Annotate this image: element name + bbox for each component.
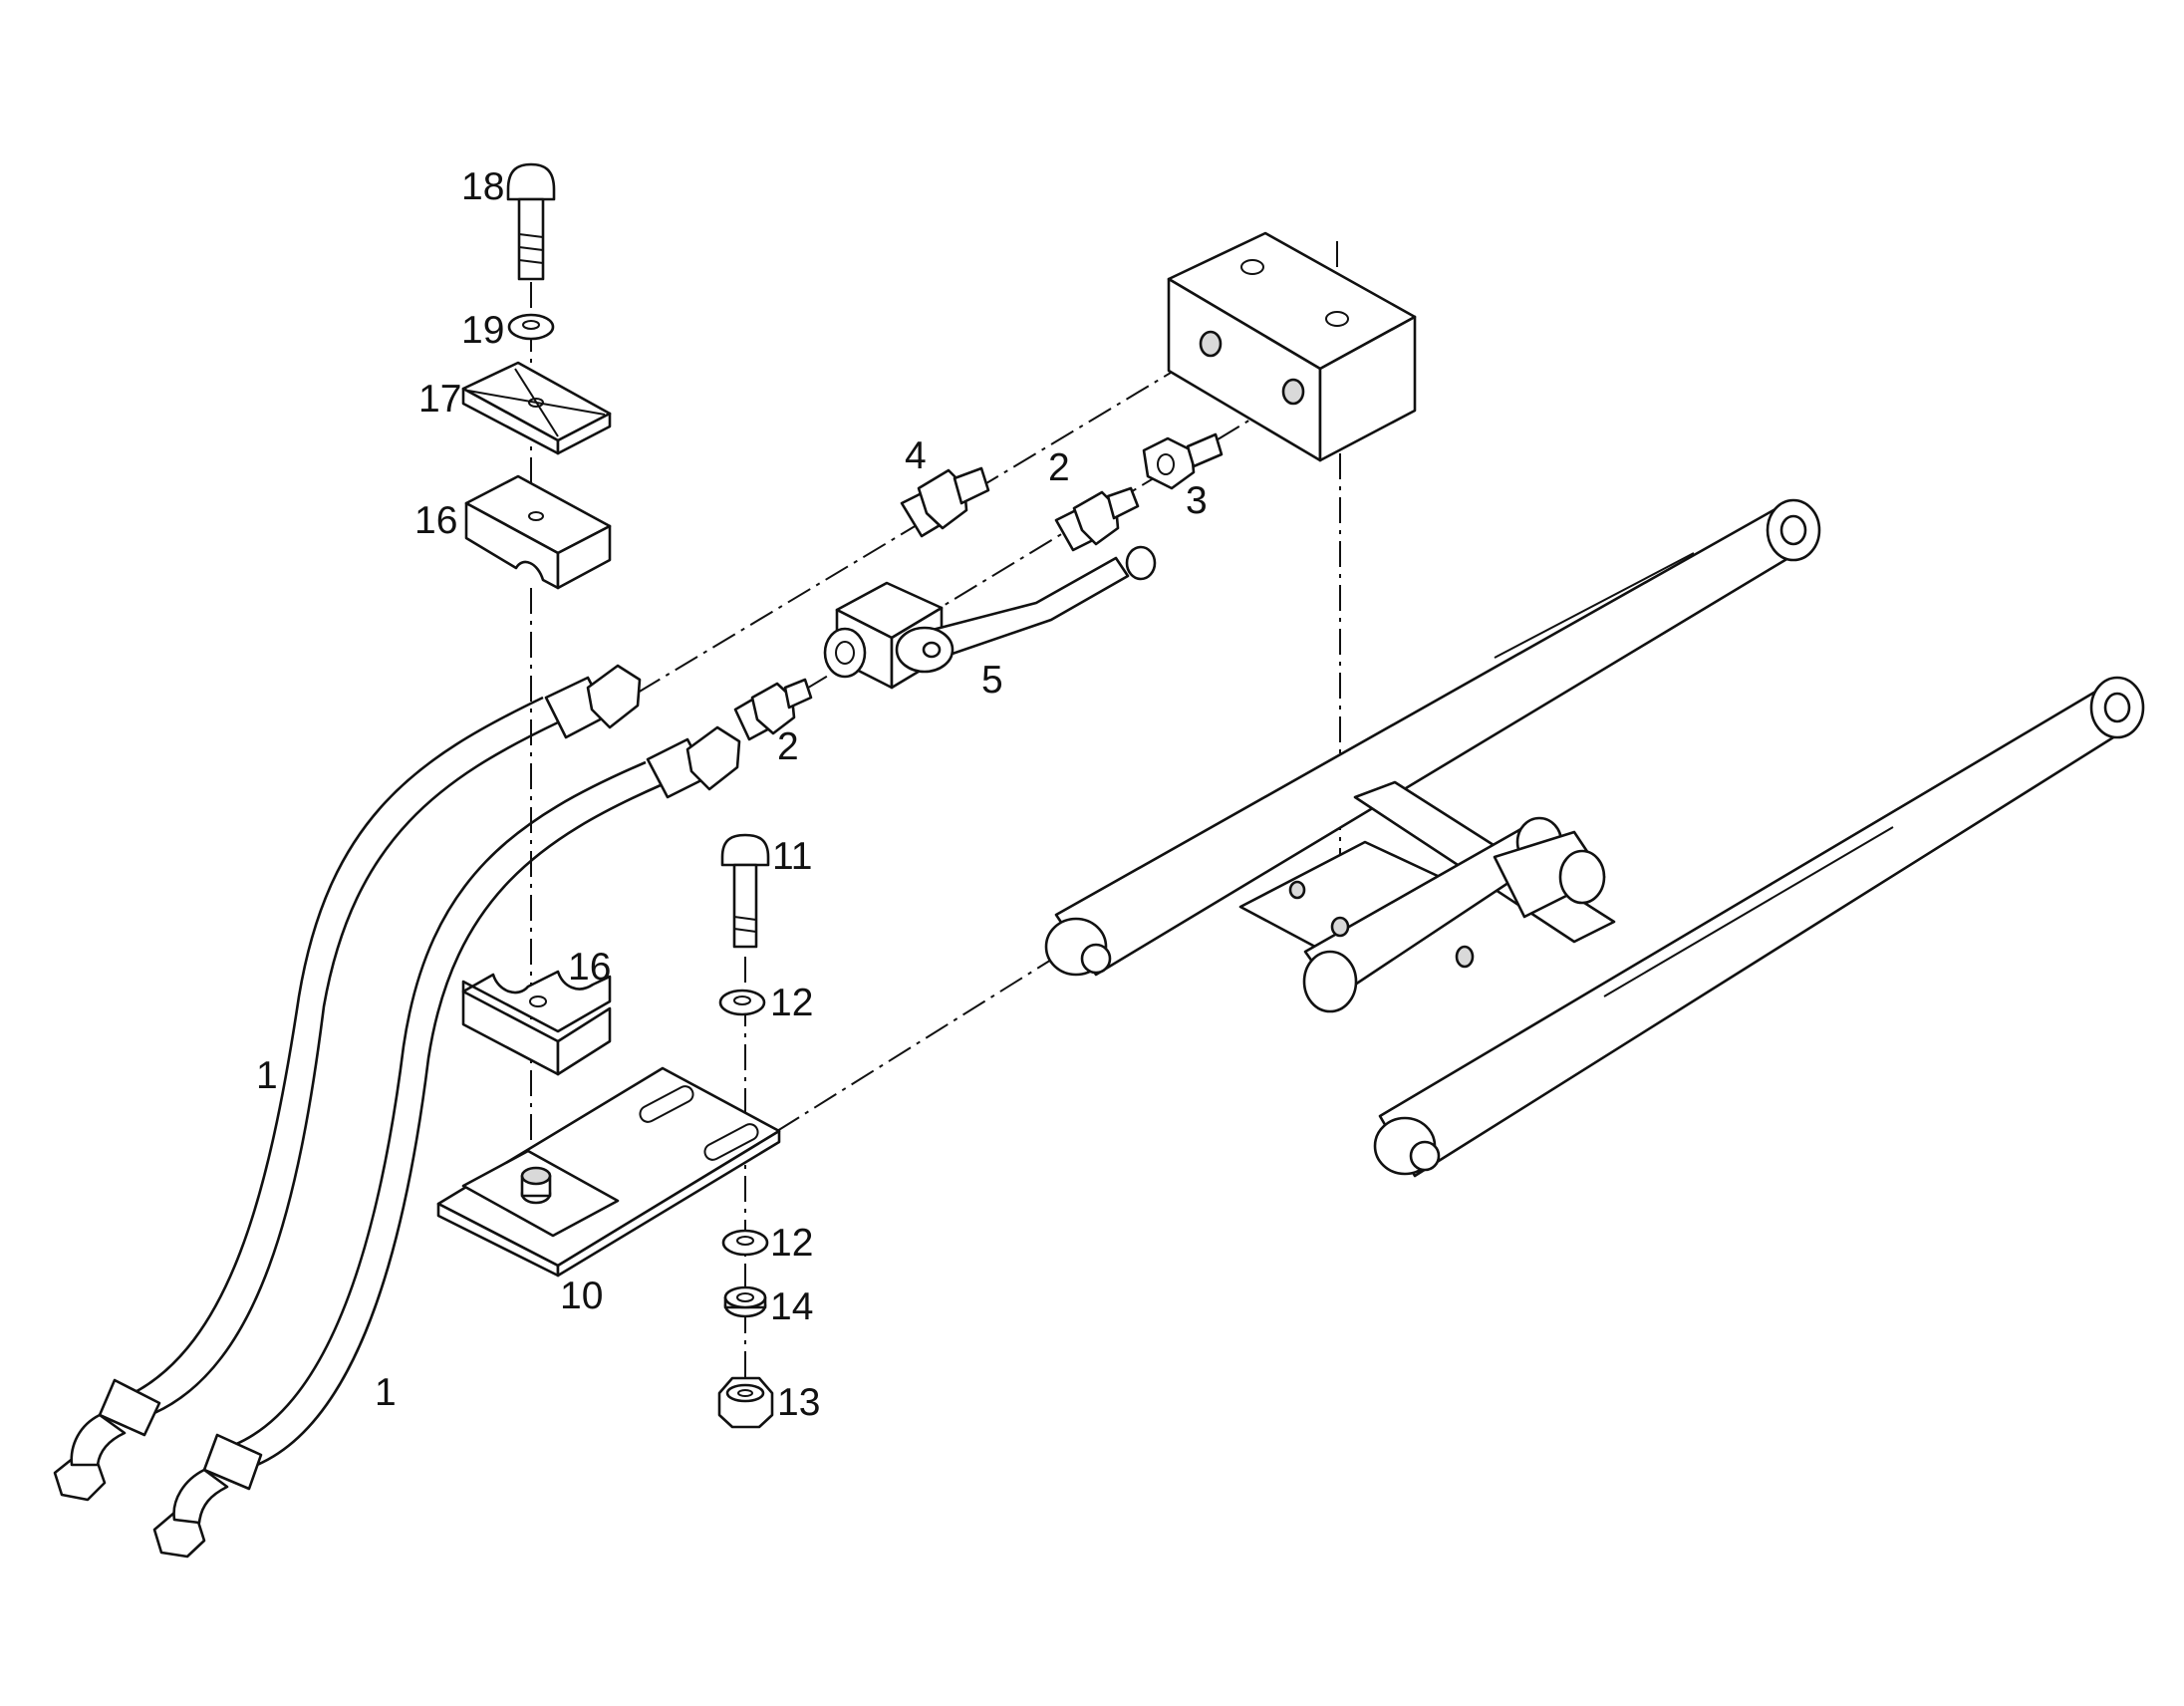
callout-11: 11 (772, 835, 813, 878)
callout-19: 19 (461, 309, 504, 352)
callout-14: 14 (770, 1285, 813, 1328)
bolt-11 (720, 833, 770, 949)
callout-16-lower: 16 (568, 946, 611, 989)
callout-2-upper: 2 (1048, 446, 1070, 489)
nut-13 (717, 1376, 774, 1429)
lower-link-arms (1044, 498, 2145, 1178)
callout-17: 17 (418, 378, 461, 421)
clamp-plate-17 (461, 361, 612, 455)
callout-10: 10 (560, 1275, 603, 1317)
clamp-half-16-lower (461, 970, 612, 1076)
callout-12-upper: 12 (770, 982, 813, 1024)
mounting-plate-10 (436, 1066, 781, 1278)
ball-valve-5 (823, 545, 1157, 690)
callout-2-lower: 2 (777, 725, 799, 768)
clamp-half-16-upper (464, 474, 612, 590)
callout-18: 18 (461, 165, 504, 208)
hydraulic-block (1167, 231, 1417, 462)
callout-16-upper: 16 (414, 499, 457, 542)
callout-3: 3 (1186, 479, 1208, 522)
washer-14 (723, 1285, 767, 1318)
callout-4: 4 (905, 434, 927, 477)
washer-12-lower (721, 1229, 769, 1257)
callout-labels: 18 19 17 16 16 10 11 12 12 14 13 4 2 3 5… (256, 165, 1208, 1424)
callout-1-upper: 1 (256, 1054, 278, 1097)
washer-12-upper (718, 989, 766, 1016)
fitting-4-union (900, 466, 990, 538)
callout-1-lower: 1 (375, 1371, 397, 1414)
bolt-18 (506, 162, 556, 281)
washer-19 (507, 313, 555, 341)
callout-5: 5 (981, 659, 1003, 702)
fitting-2-adapter-lower (733, 678, 813, 741)
fitting-2-adapter-upper (1054, 486, 1140, 552)
fitting-3-nut (1142, 432, 1224, 490)
hydraulic-hoses (53, 664, 741, 1559)
callout-12-lower: 12 (770, 1222, 813, 1265)
callout-13: 13 (777, 1381, 820, 1424)
